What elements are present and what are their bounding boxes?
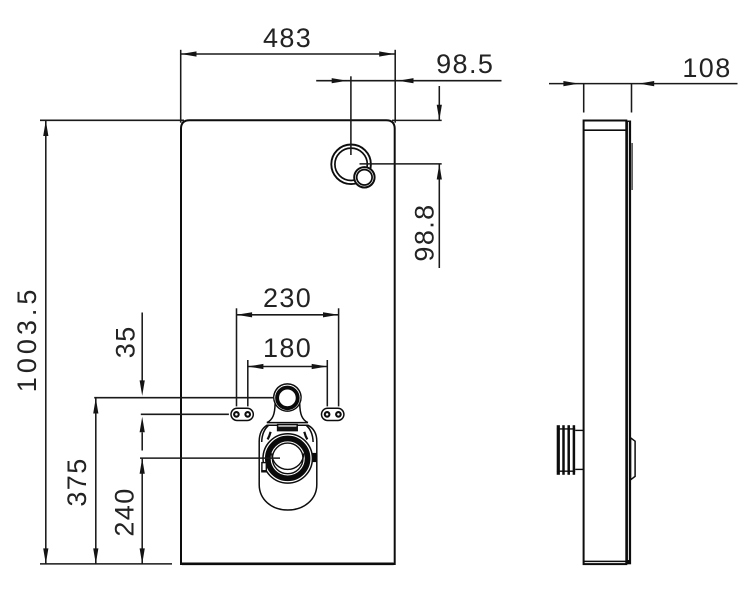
svg-text:98.8: 98.8 [409, 203, 439, 261]
svg-text:108: 108 [682, 53, 731, 83]
svg-text:230: 230 [263, 283, 312, 313]
svg-text:98.5: 98.5 [436, 49, 494, 79]
svg-text:35: 35 [110, 325, 140, 358]
svg-text:1003.5: 1003.5 [12, 286, 42, 393]
svg-text:483: 483 [263, 23, 312, 53]
svg-text:180: 180 [263, 333, 312, 363]
svg-text:240: 240 [110, 487, 140, 536]
svg-text:375: 375 [62, 457, 92, 506]
